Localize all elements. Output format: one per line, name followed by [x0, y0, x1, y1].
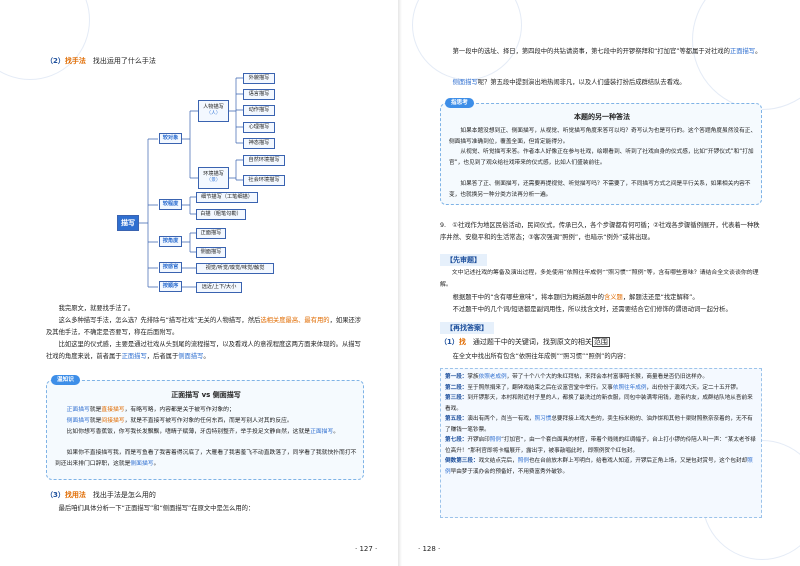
- tip-text: 正面描写就是直接描写，有略写略，内容都是关于被写作对象的；: [66, 407, 235, 413]
- section-label: 【先审题】: [440, 254, 487, 266]
- mind-map-connectors: [138, 77, 243, 288]
- paragraph: 比如这里的仪式感，主要是通过社戏从头到尾的流程描写，以及看戏人的意视程度这两方面…: [46, 341, 361, 360]
- paragraph: 这么多种描写手法，怎么选？先排除与“描写社戏”无关的人物描写，然后选相关度最高、…: [46, 317, 362, 336]
- paragraph: 最后咱们具体分析一下“正面描写”和“侧面描写”在原文中是怎么用的：: [58, 505, 255, 512]
- excerpt-line: 倒数第三段：戏文结点完后，照例也在台前放木群上写明白，给看戏人知道，开锣后正角上…: [445, 458, 753, 475]
- mm-branch-sense: 按感官: [159, 262, 182, 273]
- excerpt-line: 第三段：到开锣那天，本村和附近村子里的人，都换了最洗过的新衣服，同包中装满零用钱…: [445, 395, 753, 412]
- q3-heading: （3）找用法 找出手法是怎么用的: [46, 491, 156, 499]
- question-9: 9. ①社戏作为地区民俗活动，民间仪式，传承已久，各个步骤都有何可循；②社戏各步…: [440, 222, 760, 241]
- mm-leaf: 自然环境描写: [243, 155, 285, 166]
- think-title: 本题的另一种答法: [574, 113, 630, 121]
- think-text: 从视觉、听觉描写来答。作者本人好像正在参与社戏，绘眼看到、听到了社戏自身的仪式感…: [449, 149, 754, 166]
- book-gutter: [398, 0, 402, 566]
- mm-person: 人物描写（人）: [198, 100, 229, 122]
- mm-leaf: 动作描写: [243, 105, 275, 116]
- right-page: 第一段中的选址、择日，第四段中的共钻请资事，第七段中的开锣祭拜和“打加官”等都属…: [402, 0, 800, 566]
- mm-leaf: 外貌描写: [243, 73, 275, 84]
- paragraph: 在全文中找出所有包含“依照往年成例”“照习惯”“照例”的内容：: [452, 353, 630, 360]
- think-card: 指思考 本题的另一种答法 如果本题没想到正、侧面描写，从视觉、听觉描写角度来答可…: [440, 98, 762, 205]
- excerpt-line: 第二段：至于照然捐来了，翻钟戏结束之后在议富宫堂中举行。又事依照往年成例，出份份…: [445, 384, 742, 391]
- think-tag: 指思考: [445, 98, 474, 108]
- tip-text: 侧面描写就是间接描写，就是不直接写被写作对象的任何东西，而是写别人对其的反应。: [66, 418, 293, 424]
- mm-leaf: 视觉/听觉/嗅觉/味觉/触觉: [196, 263, 274, 274]
- mm-branch-order: 按顺序: [159, 281, 182, 292]
- paragraph: 侧面描写呢？第五段中提到演出地热闹非凡，以及人们盛装打扮后成群结队去看戏。: [452, 79, 686, 86]
- tip-tag: 温知识: [51, 375, 80, 385]
- left-page: （2）找手法 找出运用了什么手法 描写 较对象 较程度 按角度 按感官 按顺序 …: [0, 0, 398, 566]
- section-label: 【再找答案】: [440, 322, 494, 334]
- mm-leaf: 心理描写: [243, 122, 275, 133]
- mm-leaf: 侧面描写: [196, 247, 226, 258]
- excerpt-box: 第一段：掌族依照老成例，带了十个八个大的朱红拜帖，来拜会本村富事陪长猴，商量看是…: [440, 368, 762, 518]
- paragraph: 根据题干中的“含有哪些意味”，将本题归为概括题中的含义题，解题法还是“找定解释”…: [452, 294, 699, 301]
- paragraph: 我完原文，就要找手法了。: [58, 305, 135, 312]
- mm-branch-angle: 按角度: [159, 236, 182, 247]
- mm-branch-degree: 较程度: [159, 199, 182, 210]
- step-heading: （1）找 通过题干中的关键词，找到原文的相关范围: [440, 337, 610, 347]
- decorative-ornament: [412, 0, 522, 80]
- mm-leaf: 白描（粗笔勾勒）: [196, 209, 246, 220]
- think-text: 如果答了正、侧面描写，还需要再提视觉、听觉描写吗？不需要了，不同描写方式之间是平…: [449, 181, 751, 198]
- mm-leaf: 远近/上下/大小: [196, 282, 242, 293]
- excerpt-line: 第七段：开锣启印照例“打加官”，由一个套白面具的材官，带着个贱贱的红绸幅子，台上…: [445, 437, 756, 454]
- mm-leaf: 细节描写（工笔细描）: [196, 192, 258, 203]
- paragraph: 第一段中的选址、择日，第四段中的共钻请资事，第七段中的开锣祭拜和“打加官”等都属…: [452, 48, 762, 55]
- mm-leaf: 社会环境描写: [243, 175, 285, 186]
- question-stem: 文中记述社戏的筹备及演出过程，多处使用“依照往年成例”“照习惯”“照例”等，含有…: [440, 270, 759, 288]
- paragraph: 不过题干中的几个词/短语都是副词用性，所以找含文时，还需要结合它们修饰的谓语动词…: [452, 306, 732, 313]
- q2-heading: （2）找手法 找出运用了什么手法: [46, 57, 156, 65]
- mind-map: 描写 较对象 较程度 按角度 按感官 按顺序 人物描写（人） 环境描写（景） 外…: [0, 0, 398, 300]
- page-number: · 128 ·: [418, 544, 441, 553]
- tip-card: 温知识 正面描写 vs 侧面描写 正面描写就是直接描写，有略写略，内容都是关于被…: [46, 375, 364, 480]
- mm-leaf: 神态描写: [243, 138, 275, 149]
- mm-leaf: 语言描写: [243, 89, 275, 100]
- excerpt-line: 第一段：掌族依照老成例，带了十个八个大的朱红拜帖，来拜会本村富事陪长猴，商量看是…: [445, 374, 708, 380]
- tip-text: 比如你想写香蕉饭，你写我长发飘飘，嗜睛子赋薄，牙齿特别整齐，举手投足文静自然，这…: [66, 429, 340, 435]
- excerpt-line: 第五段：演出有两个，尚当一有戏，照习惯总要拜接上戏大些的，卖生标米粉的、油炸饼和…: [445, 416, 753, 433]
- tip-title: 正面描写 vs 侧面描写: [171, 391, 241, 399]
- mm-branch-object: 较对象: [159, 133, 182, 144]
- mm-leaf: 正面描写: [196, 228, 226, 239]
- tip-text: 如果你不直接描写我，而是写鱼看了我害着得沉底了，大雁看了我害羞飞不动直跌落了，同…: [55, 450, 357, 467]
- think-text: 如果本题没想到正、侧面描写，从视觉、听觉描写角度来答可以吗？奇写认为也是可行的。…: [449, 128, 757, 145]
- mm-env: 环境描写（景）: [198, 167, 229, 189]
- mm-root: 描写: [117, 215, 139, 231]
- page-number: · 127 ·: [355, 544, 378, 553]
